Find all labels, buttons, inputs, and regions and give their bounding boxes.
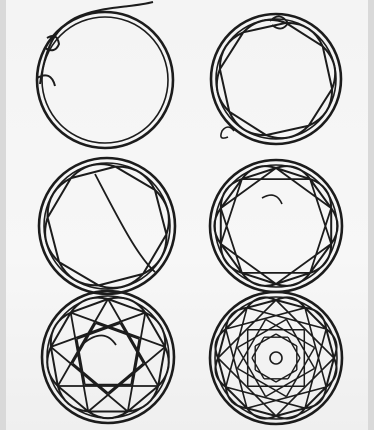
diagonal-thread xyxy=(95,174,155,272)
panel-5 xyxy=(42,291,174,423)
hitch-loops xyxy=(217,20,335,138)
panel-3 xyxy=(39,158,175,294)
panel-6 xyxy=(210,292,342,424)
thread-end xyxy=(84,335,116,345)
hitch-loops xyxy=(47,298,169,419)
hitch-loops xyxy=(214,166,337,286)
thread-end xyxy=(262,195,282,204)
ring-outer xyxy=(211,14,341,144)
panel-4 xyxy=(210,160,342,292)
web-round-1 xyxy=(218,300,334,416)
web-round-2 xyxy=(237,319,314,396)
hitch-loops xyxy=(45,164,169,288)
center-hole xyxy=(270,352,282,364)
ring-outer xyxy=(210,292,342,424)
ring-inner xyxy=(42,17,168,143)
panel-2 xyxy=(211,14,341,144)
thread-strand xyxy=(40,2,153,84)
web-round-3 xyxy=(252,334,300,382)
thread-tail xyxy=(221,127,234,138)
ring-outer xyxy=(39,158,175,294)
panel-1 xyxy=(37,2,173,148)
